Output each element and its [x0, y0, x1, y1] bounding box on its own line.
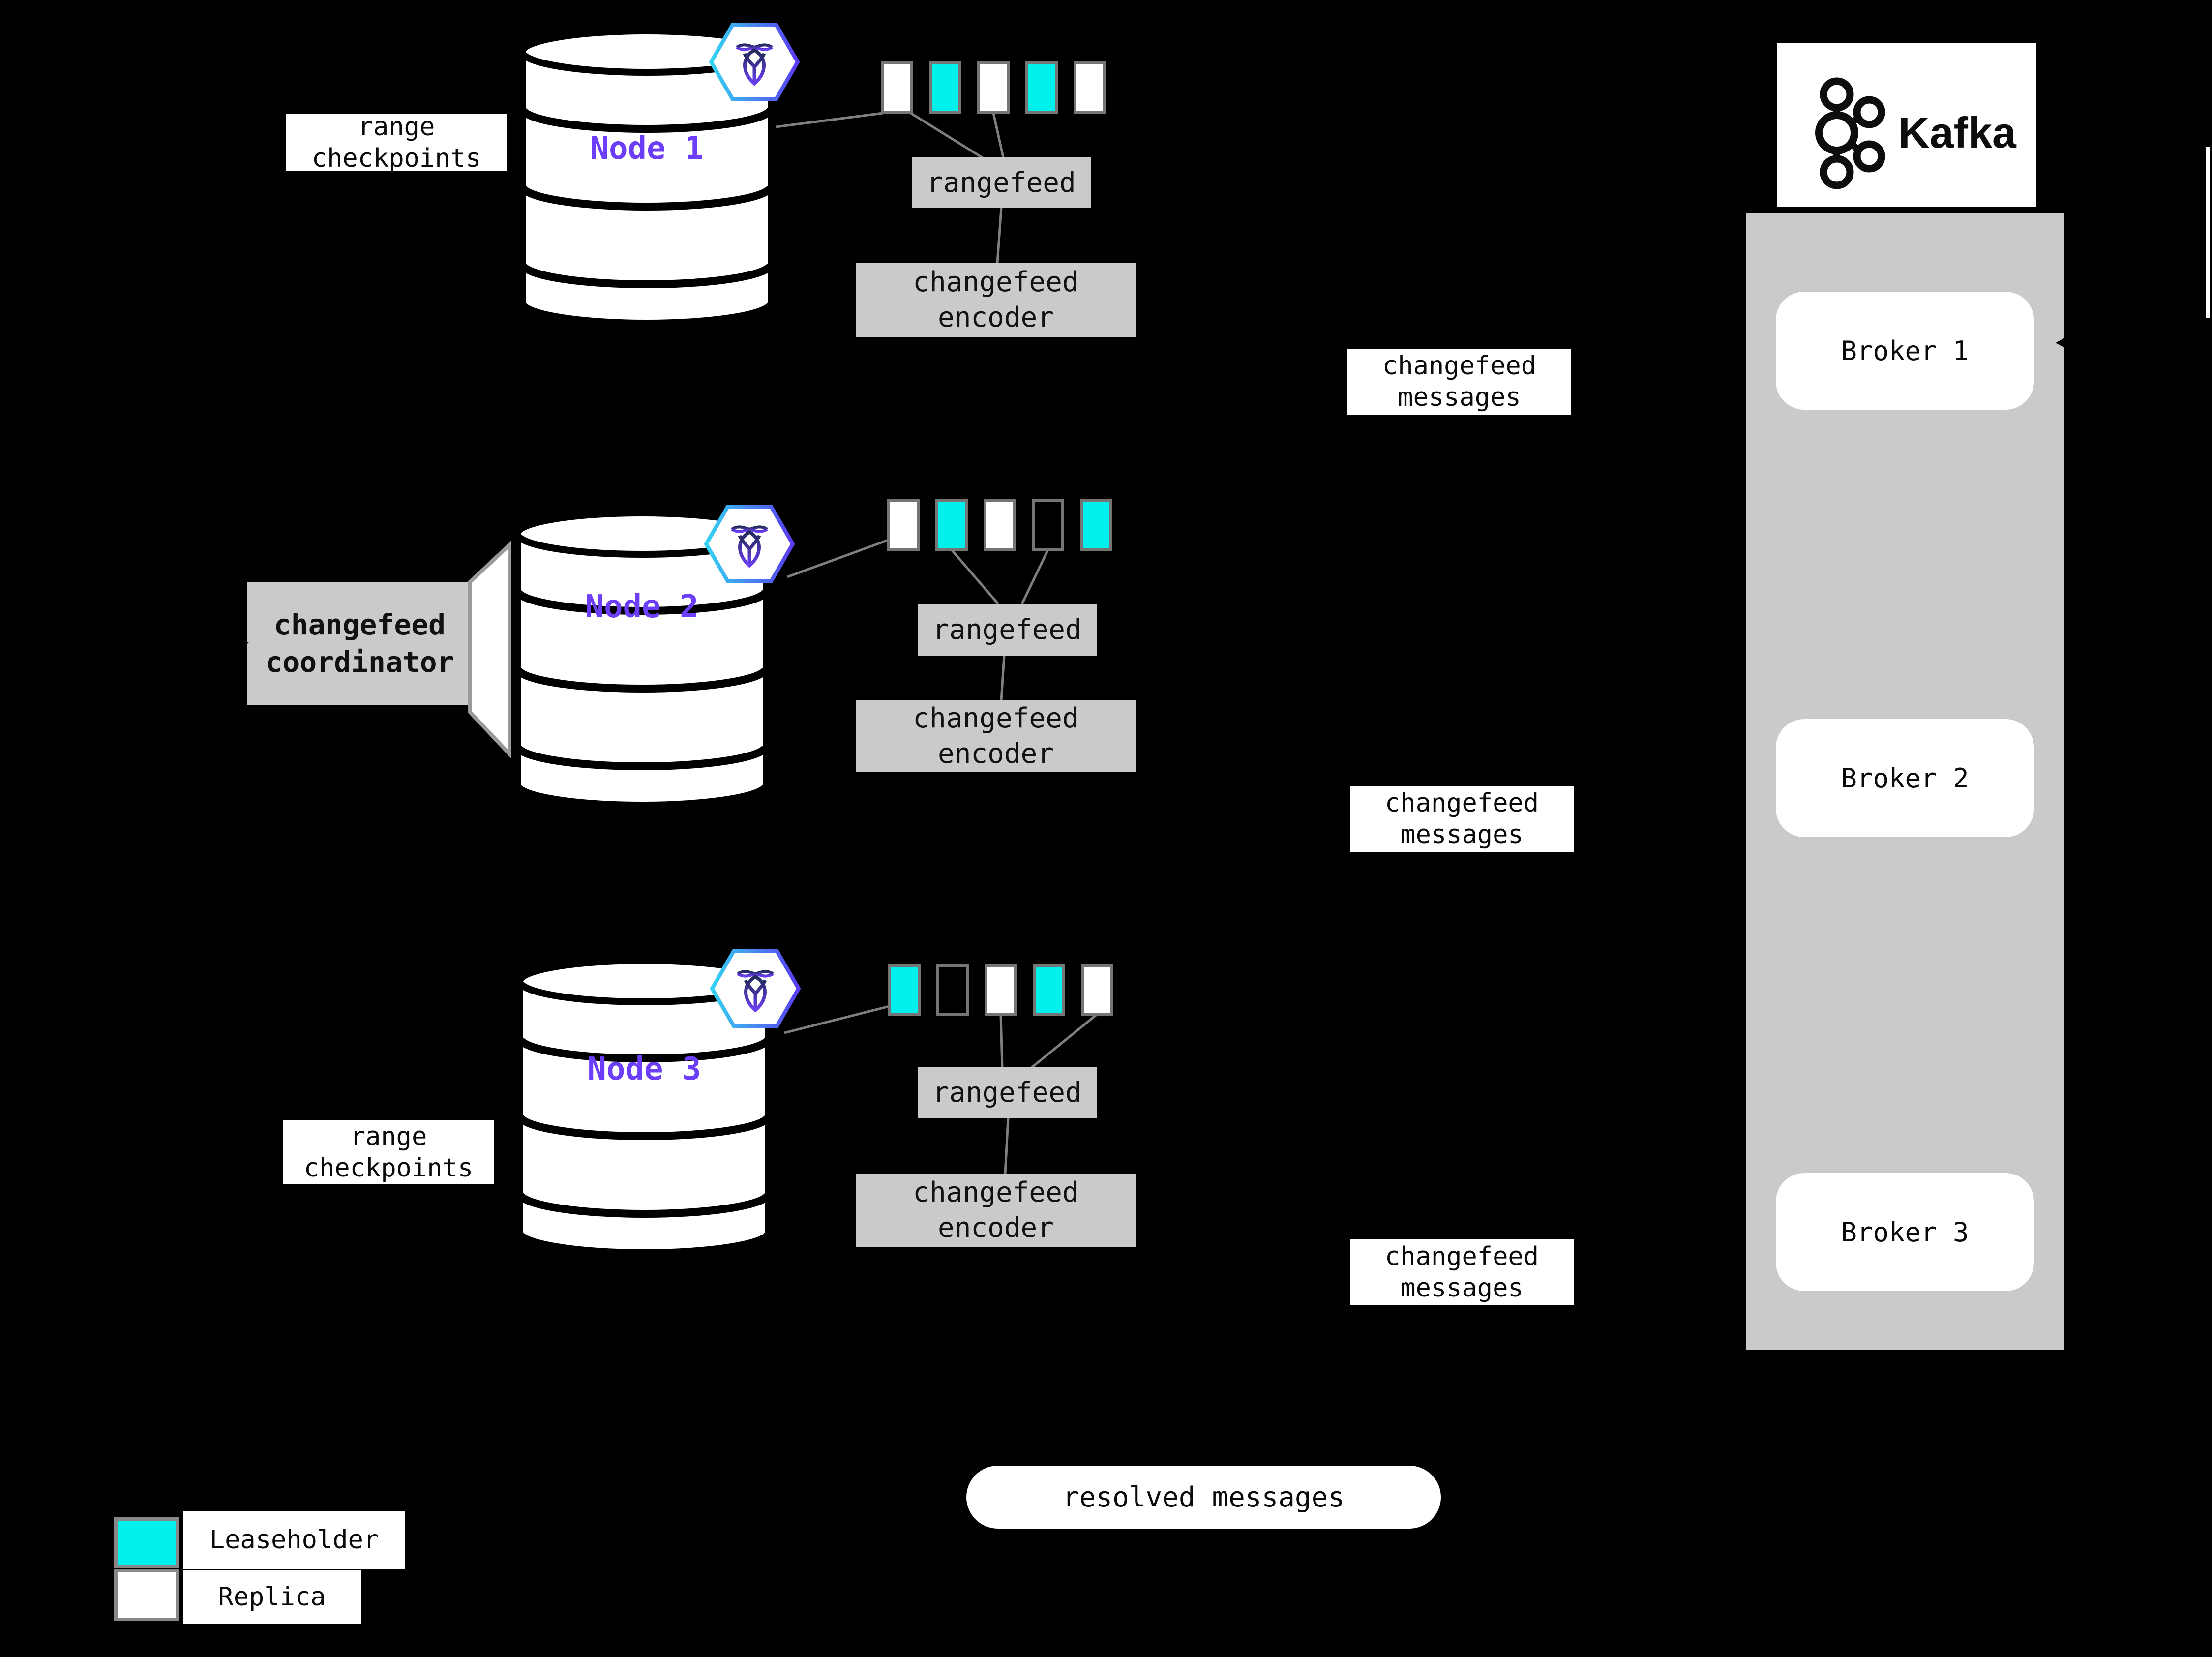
legend-replica-label: Replica: [183, 1570, 361, 1624]
range-checkpoints-line2: checkpoints: [311, 144, 481, 173]
range-cell: [935, 499, 968, 551]
node-3-cylinder: [520, 961, 769, 1253]
rangefeed-text: rangefeed: [927, 166, 1076, 199]
resolved-messages-text: resolved messages: [1062, 1481, 1345, 1513]
range-checkpoints-line2: checkpoints: [303, 1153, 474, 1183]
encoder-text-line1: changefeed: [913, 1176, 1079, 1208]
range-cell: [985, 964, 1017, 1016]
range-cell: [1033, 964, 1065, 1016]
range-checkpoints-line1: range: [358, 112, 435, 142]
node-3-label: Node 3: [516, 1051, 772, 1087]
broker-box-1: Broker 1: [1776, 292, 2034, 410]
broker-label: Broker 2: [1841, 762, 1969, 794]
range-cell: [1025, 61, 1058, 114]
messages-text-line2: messages: [1400, 820, 1524, 849]
changefeed-messages-label-3: changefeed messages: [1350, 1239, 1574, 1305]
node-1-label: Node 1: [519, 130, 775, 167]
legend-replica-swatch: [114, 1569, 179, 1621]
broker-box-3: Broker 3: [1776, 1173, 2034, 1291]
range-cell: [1080, 499, 1112, 551]
resolved-messages-pill: resolved messages: [966, 1466, 1441, 1529]
messages-text-line2: messages: [1398, 383, 1521, 412]
range-cell: [929, 61, 961, 114]
rangefeed-box-2: rangefeed: [918, 604, 1097, 656]
broker-label: Broker 1: [1841, 335, 1969, 366]
range-strip-node-3: [888, 964, 1113, 1016]
changefeed-encoder-box-3: changefeed encoder: [856, 1174, 1136, 1247]
messages-text-line1: changefeed: [1384, 1242, 1539, 1271]
range-strip-node-2: [887, 499, 1112, 551]
changefeed-encoder-box-1: changefeed encoder: [856, 263, 1136, 337]
node-name-text: Node 2: [585, 589, 699, 625]
rangefeed-text: rangefeed: [932, 613, 1082, 646]
legend-leaseholder-label: Leaseholder: [183, 1511, 405, 1569]
changefeed-messages-label-2: changefeed messages: [1350, 786, 1574, 852]
broker-box-2: Broker 2: [1776, 719, 2034, 837]
kafka-wordmark: Kafka: [1881, 98, 2033, 167]
rangefeed-text: rangefeed: [932, 1076, 1082, 1109]
node-2-cylinder: [517, 513, 766, 805]
encoder-text-line2: encoder: [937, 301, 1054, 333]
node-2-label: Node 2: [514, 589, 770, 625]
range-cell: [888, 964, 921, 1016]
range-cell: [887, 499, 920, 551]
coordinator-callout-blade: [468, 540, 511, 759]
messages-text-line2: messages: [1400, 1273, 1524, 1303]
range-cell: [936, 964, 969, 1016]
encoder-text-line1: changefeed: [913, 266, 1079, 298]
range-strip-node-1: [881, 61, 1106, 114]
node-1-cylinder: [522, 31, 771, 323]
changefeed-encoder-box-2: changefeed encoder: [856, 700, 1136, 772]
changefeed-coordinator-box: changefeed coordinator: [247, 582, 473, 705]
node-name-text: Node 3: [587, 1051, 701, 1087]
rangefeed-box-3: rangefeed: [918, 1067, 1097, 1118]
legend-replica-text: Replica: [218, 1582, 326, 1612]
cockroachdb-icon: [712, 951, 799, 1026]
messages-text-line1: changefeed: [1382, 351, 1537, 381]
range-cell: [881, 61, 913, 114]
changefeed-messages-label-1: changefeed messages: [1347, 349, 1571, 415]
coordinator-text-line2: coordinator: [265, 645, 454, 679]
range-checkpoints-label-3: range checkpoints: [283, 1120, 494, 1184]
encoder-text-line2: encoder: [937, 737, 1054, 770]
encoder-text-line1: changefeed: [913, 702, 1079, 734]
legend-leaseholder-swatch: [114, 1517, 179, 1568]
range-cell: [1032, 499, 1064, 551]
range-checkpoints-label-1: range checkpoints: [286, 112, 507, 173]
broker-label: Broker 3: [1841, 1216, 1969, 1248]
cockroachdb-icon: [706, 507, 793, 581]
kafka-wordmark-text: Kafka: [1898, 108, 2016, 157]
encoder-text-line2: encoder: [937, 1212, 1054, 1244]
range-cell: [977, 61, 1010, 114]
range-checkpoints-line1: range: [350, 1122, 427, 1151]
range-cell: [984, 499, 1016, 551]
legend-leaseholder-text: Leaseholder: [209, 1525, 379, 1555]
rangefeed-box-1: rangefeed: [912, 157, 1091, 208]
range-cell: [1074, 61, 1106, 114]
cockroachdb-icon: [711, 25, 798, 99]
messages-text-line1: changefeed: [1384, 788, 1539, 818]
range-cell: [1081, 964, 1113, 1016]
edge-artifact: [2206, 147, 2210, 318]
node-name-text: Node 1: [590, 130, 704, 167]
coordinator-text-line1: changefeed: [273, 608, 446, 641]
